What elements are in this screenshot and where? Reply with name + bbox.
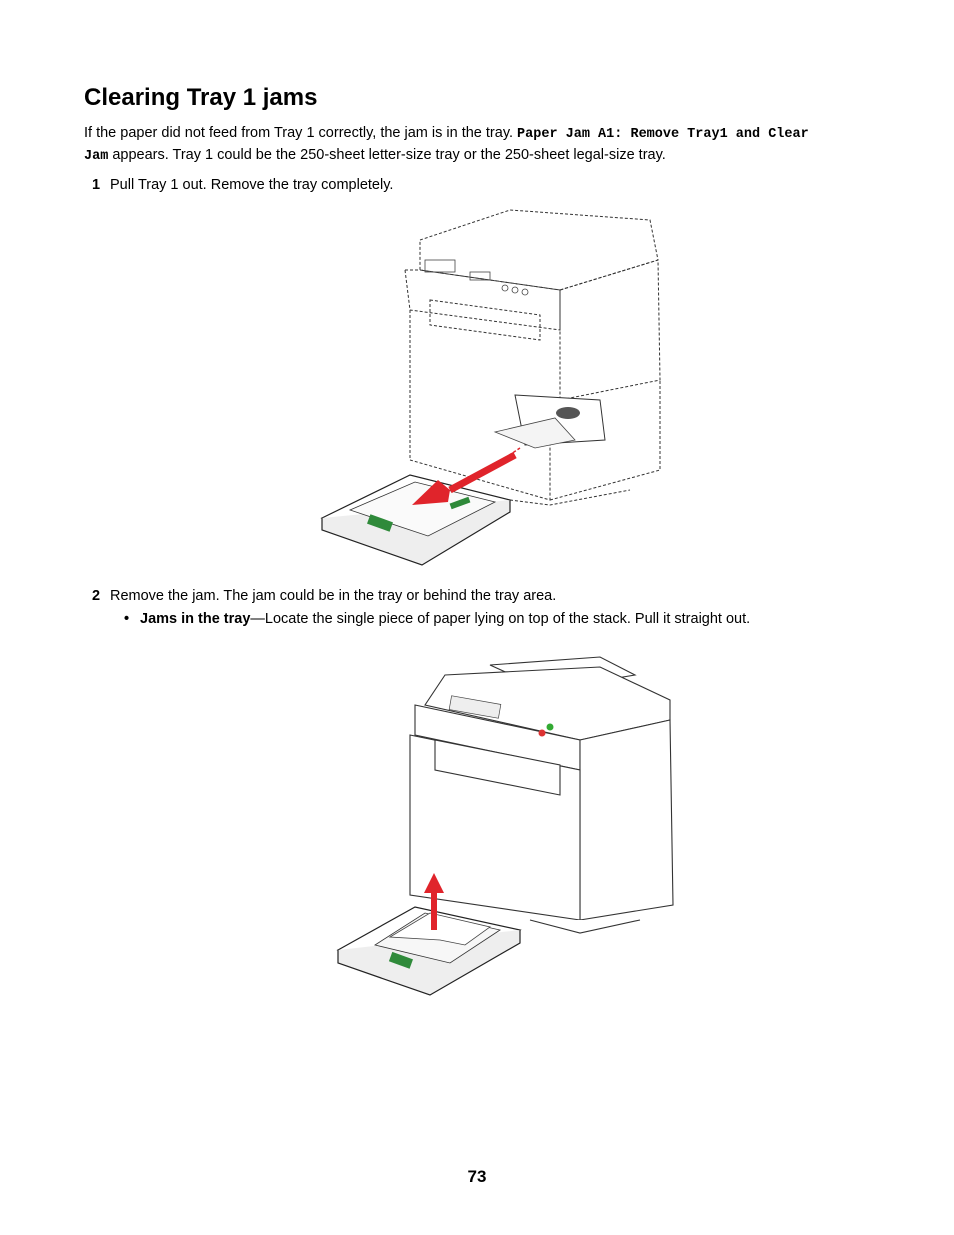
- page-number: 73: [467, 1167, 487, 1186]
- printer-outline-dashed: [404, 209, 661, 506]
- error-message-part1: Paper Jam A1: Remove Tray1 and Clear: [517, 127, 809, 142]
- step-1-text: Pull Tray 1 out. Remove the tray complet…: [110, 177, 394, 193]
- error-message-part2: Jam: [84, 149, 109, 164]
- bullet-jams-in-tray: • Jams in the tray—Locate the single piec…: [124, 609, 750, 629]
- step-1: 1 Pull Tray 1 out. Remove the tray comple…: [92, 175, 393, 195]
- bullet-symbol: •: [124, 611, 130, 627]
- step-1-number: 1: [92, 177, 101, 193]
- red-arrow-lift: [424, 873, 444, 930]
- bullet-text: —Locate the single piece of paper lying …: [250, 611, 751, 627]
- control-panel: [424, 259, 529, 296]
- step-2: 2 Remove the jam. The jam could be in the…: [92, 586, 556, 606]
- step-2-text: Remove the jam. The jam could be in the …: [110, 588, 557, 604]
- figure-pull-tray-out: [320, 209, 661, 566]
- jam-inset: [493, 394, 606, 449]
- intro-paragraph: If the paper did not feed from Tray 1 co…: [84, 123, 884, 167]
- step-2-number: 2: [92, 588, 101, 604]
- paper-tray-2: [336, 906, 522, 996]
- intro-text-after: appears. Tray 1 could be the 250-sheet l…: [108, 147, 666, 163]
- printer-body: [409, 656, 674, 934]
- bullet-label: Jams in the tray: [140, 611, 251, 627]
- figure-remove-jam-from-tray: [336, 656, 674, 996]
- red-arrow-pull: [412, 447, 521, 505]
- paper-tray-1: [320, 474, 512, 566]
- intro-text-before: If the paper did not feed from Tray 1 co…: [84, 125, 518, 141]
- control-panel-2: [448, 695, 554, 737]
- page-title: Clearing Tray 1 jams: [84, 84, 318, 111]
